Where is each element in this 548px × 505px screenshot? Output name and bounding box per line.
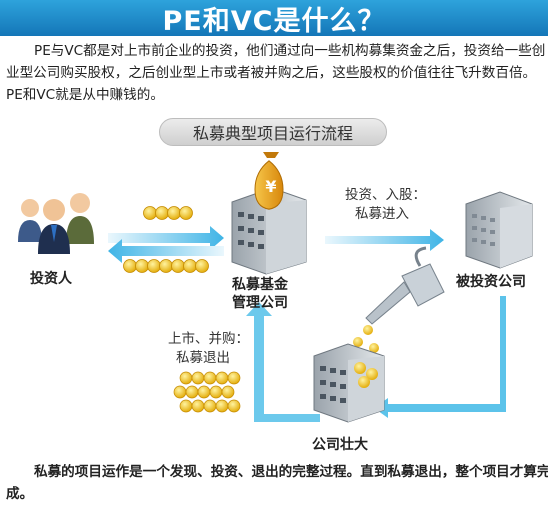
fund-label-line1: 私募基金	[232, 277, 288, 293]
return-arrow-left	[108, 239, 224, 263]
growth-arrow	[374, 296, 506, 418]
footer-paragraph: 私募的项目运作是一个发现、投资、退出的完整过程。直到私募退出，整个项目才算完成。	[6, 464, 548, 502]
invest-arrow-to-target	[325, 229, 444, 251]
growth-label: 公司壮大	[312, 437, 368, 453]
exit-note-line2: 私募退出	[176, 350, 230, 366]
target-building-icon	[465, 191, 533, 269]
coins-stack	[173, 371, 241, 413]
page-title: PE和VC是什么？	[162, 5, 386, 37]
target-label: 被投资公司	[456, 274, 526, 290]
invest-note: 投资、入股： 私募进入	[345, 186, 426, 224]
exit-note-line1: 上市、并购：	[168, 331, 249, 347]
watering-can-icon	[365, 246, 445, 325]
invest-note-line1: 投资、入股：	[345, 187, 426, 203]
title-banner: PE和VC是什么？	[0, 0, 548, 37]
growing-company-icon	[313, 343, 385, 423]
coins-bottom-row	[123, 259, 209, 273]
investor-label: 投资人	[30, 271, 72, 287]
fund-label: 私募基金 管理公司	[232, 276, 288, 312]
fund-building-icon	[231, 152, 307, 275]
intro-paragraph: PE与VC都是对上市前企业的投资，他们通过向一些机构募集资金之后，投资给一些创业…	[6, 43, 546, 103]
coins-top-row	[143, 206, 193, 220]
diagram-heading: 私募典型项目运行流程	[159, 118, 387, 146]
money-bag-symbol: ¥	[265, 177, 276, 196]
invest-note-line2: 私募进入	[355, 206, 409, 222]
exit-note: 上市、并购： 私募退出	[168, 330, 249, 368]
diagram-heading-text: 私募典型项目运行流程	[192, 124, 353, 143]
exit-arrow	[246, 302, 320, 422]
investors-icon	[18, 193, 94, 254]
invest-arrow-right	[108, 226, 224, 250]
fund-label-line2: 管理公司	[232, 295, 288, 311]
